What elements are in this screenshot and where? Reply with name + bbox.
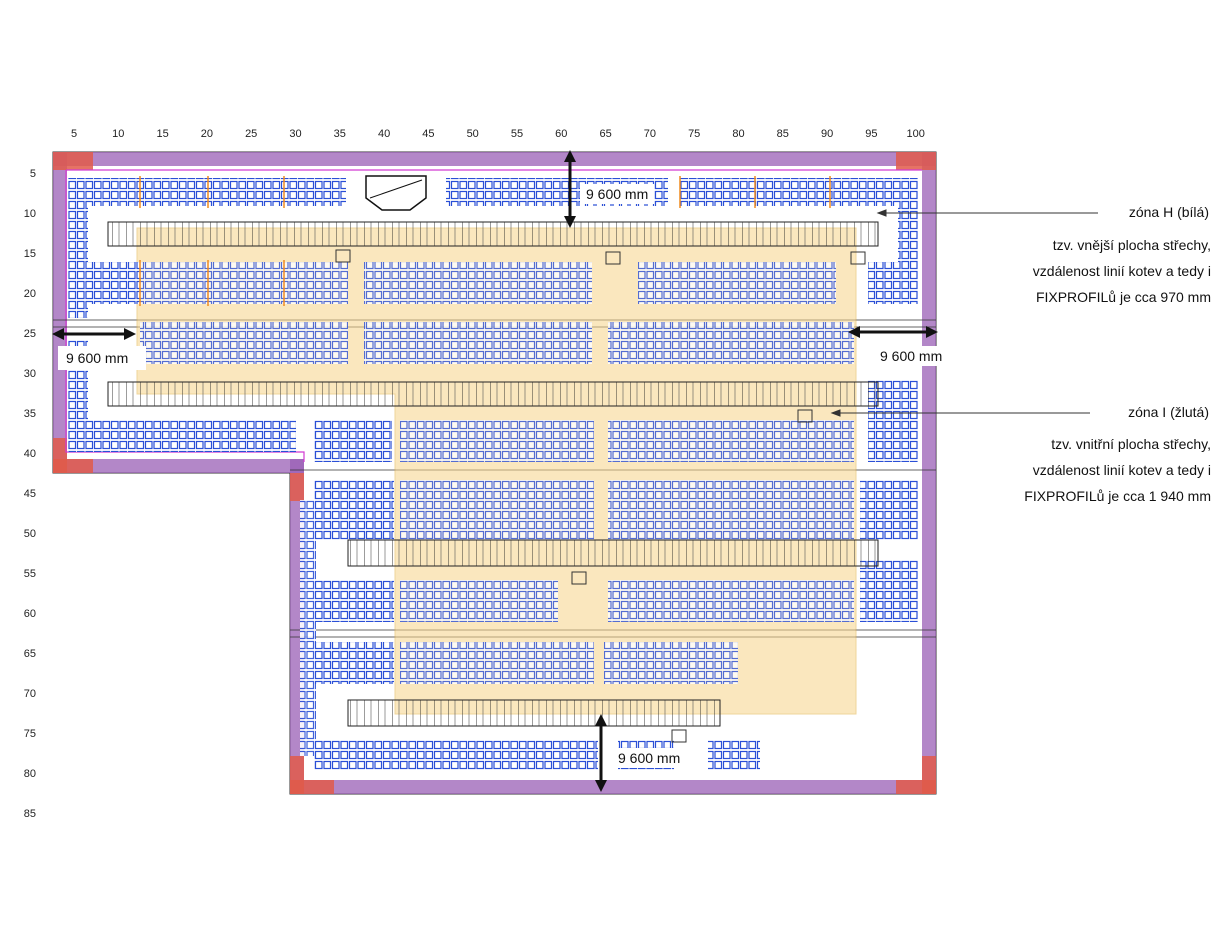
vent-icons <box>335 249 866 743</box>
rail-rows <box>107 221 879 727</box>
y-tick-label: 50 <box>24 528 36 540</box>
y-tick-label: 45 <box>24 488 36 500</box>
y-tick-label: 65 <box>24 648 36 660</box>
x-tick-label: 30 <box>289 128 301 140</box>
zone-i-description: tzv. vnitřní plocha střechy, vzdálenost … <box>1024 431 1211 509</box>
x-tick-label: 10 <box>112 128 124 140</box>
x-tick-label: 65 <box>599 128 611 140</box>
x-tick-label: 20 <box>201 128 213 140</box>
x-tick-label: 95 <box>865 128 877 140</box>
dimension-arrows <box>52 150 938 792</box>
zone-h-title: zóna H (bílá) <box>1128 204 1209 220</box>
x-tick-label: 70 <box>644 128 656 140</box>
x-tick-label: 50 <box>467 128 479 140</box>
y-tick-label: 55 <box>24 568 36 580</box>
dimension-label-right: 9 600 mm <box>874 346 949 366</box>
x-tick-label: 40 <box>378 128 390 140</box>
zone-i-title: zóna I (žlutá) <box>1128 404 1209 420</box>
x-tick-label: 90 <box>821 128 833 140</box>
x-axis-ticks: 5 10 15 20 25 30 35 40 45 50 55 60 65 70 75 80 85 90 95 100 <box>71 128 925 140</box>
zone-i-line: tzv. vnitřní plocha střechy, <box>1051 436 1211 452</box>
y-tick-label: 80 <box>24 768 36 780</box>
zone-h-description: tzv. vnější plocha střechy, vzdálenost l… <box>1033 232 1211 310</box>
dimension-label-top: 9 600 mm <box>580 184 655 204</box>
zone-h-line: FIXPROFILů je cca 970 mm <box>1035 289 1211 305</box>
y-tick-label: 25 <box>24 328 36 340</box>
x-tick-label: 85 <box>777 128 789 140</box>
y-tick-label: 35 <box>24 408 36 420</box>
anchor-markers <box>139 176 831 306</box>
x-tick-label: 45 <box>422 128 434 140</box>
x-tick-label: 55 <box>511 128 523 140</box>
x-tick-label: 75 <box>688 128 700 140</box>
y-tick-label: 20 <box>24 288 36 300</box>
y-tick-label: 85 <box>24 808 36 820</box>
zone-i-line: vzdálenost linií kotev a tedy i <box>1032 462 1211 478</box>
x-tick-label: 15 <box>156 128 168 140</box>
x-tick-label: 80 <box>732 128 744 140</box>
y-tick-label: 60 <box>24 608 36 620</box>
x-tick-label: 5 <box>71 128 77 140</box>
y-tick-label: 40 <box>24 448 36 460</box>
zone-i-line: FIXPROFILů je cca 1 940 mm <box>1024 488 1211 504</box>
x-tick-label: 60 <box>555 128 567 140</box>
x-tick-label: 25 <box>245 128 257 140</box>
roof-fixture-icon <box>365 175 427 211</box>
x-tick-label: 100 <box>907 128 925 140</box>
zone-pointer-lines <box>830 209 1098 417</box>
zone-h-line: vzdálenost linií kotev a tedy i <box>1032 263 1211 279</box>
dimension-label-left: 9 600 mm <box>58 346 147 370</box>
y-tick-label: 30 <box>24 368 36 380</box>
y-tick-label: 75 <box>24 728 36 740</box>
y-axis-ticks: 5 10 15 20 25 30 35 40 45 50 55 60 65 70 75 80 85 <box>24 168 36 820</box>
y-tick-label: 15 <box>24 248 36 260</box>
y-tick-label: 5 <box>30 168 36 180</box>
x-tick-label: 35 <box>334 128 346 140</box>
y-tick-label: 10 <box>24 208 36 220</box>
dimension-label-bottom: 9 600 mm <box>612 748 687 768</box>
y-tick-label: 70 <box>24 688 36 700</box>
zone-h-line: tzv. vnější plocha střechy, <box>1052 237 1211 253</box>
